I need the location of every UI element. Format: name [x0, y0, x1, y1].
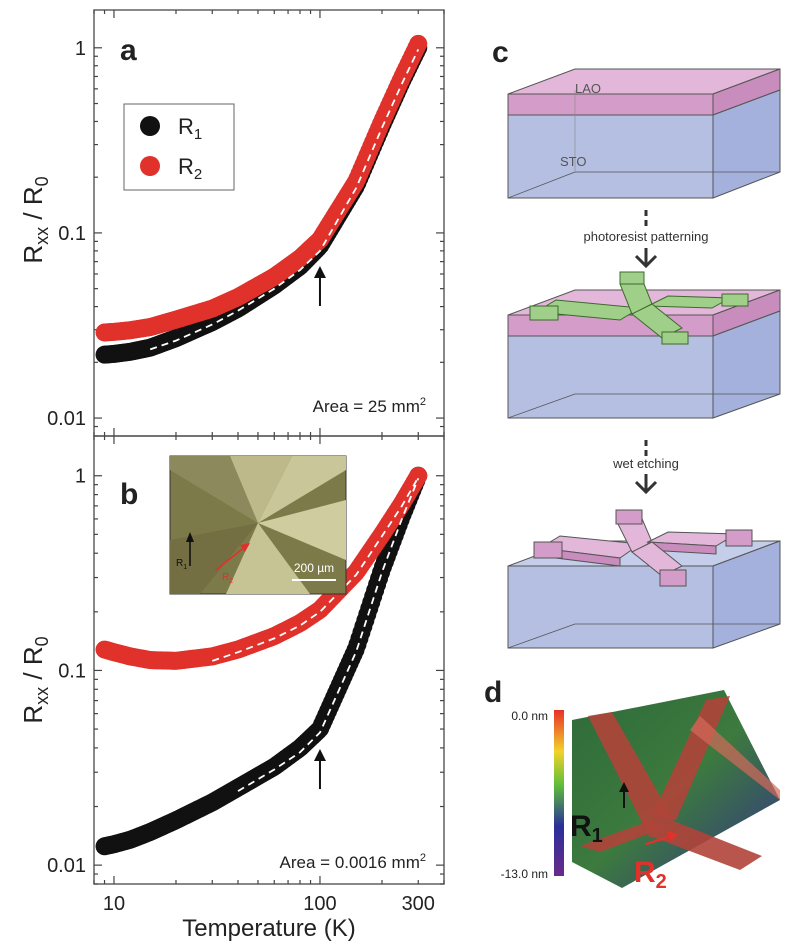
legend-marker-r1	[140, 116, 160, 136]
panel-a-ylabel: Rxx / R0	[18, 176, 52, 263]
inset-scale-label: 200 µm	[294, 561, 334, 575]
x-tick-label: 300	[402, 893, 435, 915]
stage-3-stack	[507, 509, 781, 649]
y-tick-label: 0.01	[47, 855, 86, 877]
afm-r2-label: R2	[634, 856, 667, 893]
legend-marker-r2	[140, 156, 160, 176]
stage-1-stack: LAO STO	[507, 68, 781, 199]
legend-label-r1: R1	[178, 114, 202, 143]
fit-curve	[149, 49, 420, 351]
panel-b-area-annotation: Area = 0.0016 mm2	[280, 852, 426, 872]
panel-c-diagram: c LAO STO photoresist patterning	[492, 36, 781, 649]
panel-b-ylabel: Rxx / R0	[18, 636, 52, 723]
step-2-label: wet etching	[612, 456, 679, 471]
panel-d-label: d	[484, 676, 502, 709]
panel-a-fits	[149, 49, 420, 351]
afm-scale-bottom: -13.0 nm	[501, 867, 548, 881]
legend-box	[123, 103, 235, 191]
panel-a-series	[95, 34, 428, 364]
inset-micrograph: R1 R2 200 µm	[169, 455, 347, 595]
inset-r1-label: R1	[176, 558, 187, 571]
panel-a-frame	[93, 9, 445, 437]
series-r2-point	[409, 466, 428, 485]
inset-r2-arrow-icon	[215, 545, 247, 571]
panel-a-ticks: 0.01 0.1 1	[47, 10, 445, 437]
panel-b-label: b	[120, 478, 138, 511]
etched-lao-pattern	[533, 509, 753, 587]
panel-b-arrow-icon	[313, 749, 326, 790]
sto-layer-label: STO	[560, 154, 587, 169]
photoresist-pattern	[529, 271, 749, 345]
panel-a: a 0.01 0.1 1 Rxx / R0 R1 R2 Area = 25 mm2	[18, 9, 445, 437]
arrow-head	[313, 749, 326, 762]
afm-surface	[572, 690, 780, 888]
panel-c-label: c	[492, 36, 509, 69]
y-tick-label: 0.01	[47, 408, 86, 430]
y-tick-label: 0.1	[58, 660, 86, 682]
afm-color-scale	[554, 710, 564, 876]
panel-d-afm: d 0.0 nm -13.0 nm R1 R2	[484, 676, 780, 893]
stage-2-stack	[507, 271, 781, 419]
panel-a-label: a	[120, 34, 137, 67]
step-1-label: photoresist patterning	[583, 229, 708, 244]
panel-b-frame	[93, 435, 445, 885]
arrow-head	[313, 265, 326, 278]
panel-b-series	[95, 466, 428, 856]
y-tick-label: 1	[75, 466, 86, 488]
series-r2-point	[409, 34, 428, 53]
afm-r1-label: R1	[570, 810, 603, 847]
panel-a-arrow-icon	[313, 265, 326, 306]
fit-curve	[212, 476, 420, 662]
y-tick-label: 1	[75, 38, 86, 60]
x-tick-label: 100	[303, 893, 336, 915]
panel-b: b 0.01 0.1 1 10 100 300 Rxx / R0 Temperature …	[18, 435, 445, 942]
y-tick-label: 0.1	[58, 223, 86, 245]
panel-b-ticks: 0.01 0.1 1 10 100 300	[47, 436, 445, 915]
inset-r2-label: R2	[222, 572, 233, 585]
legend-label-r2: R2	[178, 154, 202, 183]
afm-scale-top: 0.0 nm	[511, 709, 548, 723]
panel-b-fits	[212, 476, 420, 792]
lao-layer-label: LAO	[575, 81, 601, 96]
panel-a-area-annotation: Area = 25 mm2	[313, 396, 426, 416]
fit-curve	[237, 477, 420, 792]
afm-r2-arrow-icon	[645, 834, 673, 846]
x-tick-label: 10	[103, 893, 125, 915]
x-axis-label: Temperature (K)	[182, 915, 355, 942]
